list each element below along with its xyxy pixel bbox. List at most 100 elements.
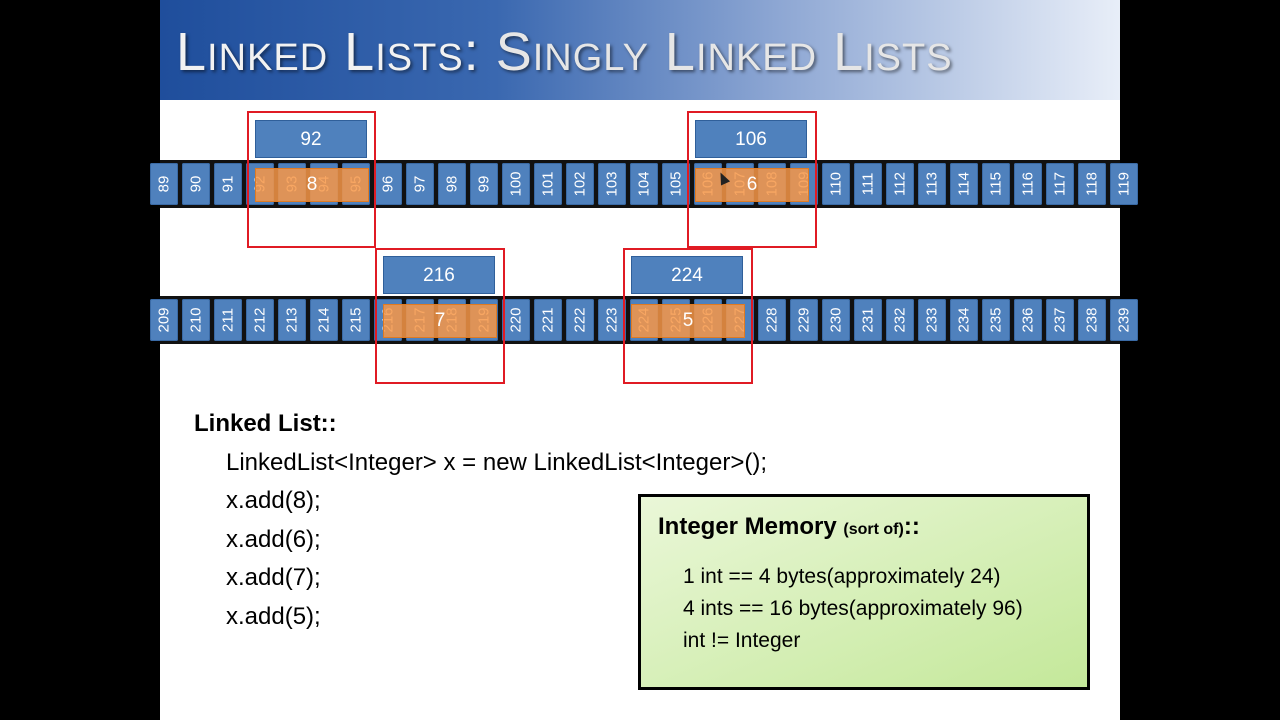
title-main: Linked Lists: <box>176 22 480 82</box>
code-line: x.add(5); <box>226 602 321 630</box>
title-sub: Singly Linked Lists <box>495 22 953 82</box>
memory-cell-address: 234 <box>955 307 973 333</box>
memory-cell-address: 104 <box>635 171 653 197</box>
memory-cell: 212 <box>246 299 274 341</box>
node-value-box: 5 <box>631 304 745 338</box>
memory-cell-address: 117 <box>1051 172 1069 196</box>
memory-cell-address: 210 <box>187 307 205 333</box>
node-value-box: 7 <box>383 304 497 338</box>
memory-cell: 103 <box>598 163 626 205</box>
memory-cell-address: 214 <box>315 307 333 333</box>
memory-cell-address: 111 <box>859 172 877 196</box>
memory-cell: 119 <box>1110 163 1138 205</box>
memory-cell-address: 115 <box>987 172 1005 196</box>
memory-cell: 110 <box>822 163 850 205</box>
memory-cell-address: 213 <box>283 307 301 333</box>
memory-cell: 237 <box>1046 299 1074 341</box>
memory-cell: 118 <box>1078 163 1106 205</box>
memory-cell: 215 <box>342 299 370 341</box>
memory-cell: 210 <box>182 299 210 341</box>
memory-cell: 211 <box>214 299 242 341</box>
memory-cell: 209 <box>150 299 178 341</box>
memory-cell-address: 118 <box>1083 172 1101 196</box>
memory-cell-address: 229 <box>795 307 813 333</box>
memory-cell: 114 <box>950 163 978 205</box>
memory-cell: 102 <box>566 163 594 205</box>
memory-cell-address: 90 <box>187 175 205 193</box>
memory-cell: 213 <box>278 299 306 341</box>
memory-cell: 101 <box>534 163 562 205</box>
code-listing: Linked List:: LinkedList<Integer> x = ne… <box>194 405 767 636</box>
slide: Linked Lists: Singly Linked Lists 89 90 91… <box>150 0 1138 720</box>
node-address-box: 216 <box>383 256 495 294</box>
code-heading: Linked List:: <box>194 410 337 437</box>
memory-cell-address: 100 <box>507 171 525 197</box>
memory-cell-address: 103 <box>603 171 621 197</box>
memory-cell: 228 <box>758 299 786 341</box>
memory-cell-address: 235 <box>987 307 1005 333</box>
memory-cell-address: 233 <box>923 307 941 333</box>
memory-cell-address: 232 <box>891 307 909 333</box>
memory-cell-address: 89 <box>155 175 173 193</box>
memory-cell: 90 <box>182 163 210 205</box>
memory-cell: 113 <box>918 163 946 205</box>
memory-cell: 220 <box>502 299 530 341</box>
memory-cell-address: 220 <box>507 307 525 333</box>
memory-cell: 229 <box>790 299 818 341</box>
memory-cell-address: 236 <box>1019 307 1037 333</box>
memory-cell: 236 <box>1014 299 1042 341</box>
code-line: x.add(7); <box>226 564 321 591</box>
memory-cell: 104 <box>630 163 658 205</box>
memory-cell: 98 <box>438 163 466 205</box>
memory-cell-address: 98 <box>443 175 461 193</box>
memory-cell-address: 238 <box>1083 307 1101 333</box>
memory-cell: 232 <box>886 299 914 341</box>
memory-cell-address: 99 <box>475 175 493 193</box>
memory-cell: 111 <box>854 163 882 205</box>
memory-cell-address: 228 <box>763 307 781 333</box>
memory-cell-address: 119 <box>1115 172 1133 196</box>
slide-title: Linked Lists: Singly Linked Lists <box>176 22 953 82</box>
info-title-suffix: :: <box>903 513 920 540</box>
memory-cell: 223 <box>598 299 626 341</box>
memory-cell-address: 212 <box>251 307 269 333</box>
memory-cell-address: 112 <box>891 172 909 196</box>
memory-cell-address: 110 <box>827 172 845 196</box>
node-value-box: 8 <box>255 168 369 202</box>
memory-cell-address: 113 <box>923 172 941 196</box>
memory-cell-address: 102 <box>571 171 589 197</box>
memory-cell: 91 <box>214 163 242 205</box>
memory-cell-address: 101 <box>539 171 557 197</box>
node-address-box: 224 <box>631 256 743 294</box>
code-line: LinkedList<Integer> x = new LinkedList<I… <box>226 448 768 476</box>
memory-cell-address: 231 <box>859 307 877 333</box>
memory-cell: 89 <box>150 163 178 205</box>
integer-memory-box: Integer Memory (sort of):: 1 int == 4 by… <box>638 494 1090 690</box>
memory-cell-address: 239 <box>1115 307 1133 333</box>
memory-cell-address: 97 <box>411 175 429 193</box>
memory-cell-address: 91 <box>219 175 237 193</box>
code-line: x.add(8); <box>226 487 321 514</box>
memory-cell: 233 <box>918 299 946 341</box>
info-line: 1 int == 4 bytes(approximately 24) <box>683 565 1001 588</box>
node-value-box: 6 <box>695 168 809 202</box>
memory-cell-address: 215 <box>347 307 365 333</box>
memory-cell-address: 96 <box>379 175 397 193</box>
memory-cell: 221 <box>534 299 562 341</box>
info-lines: 1 int == 4 bytes(approximately 24) 4 int… <box>683 561 1023 657</box>
memory-cell: 116 <box>1014 163 1042 205</box>
node-frame-106 <box>687 111 817 248</box>
memory-cell-address: 209 <box>155 307 173 333</box>
memory-cell: 117 <box>1046 163 1074 205</box>
memory-cell: 231 <box>854 299 882 341</box>
memory-cell: 214 <box>310 299 338 341</box>
memory-cell: 222 <box>566 299 594 341</box>
title-bar: Linked Lists: Singly Linked Lists <box>160 0 1120 100</box>
memory-cell-address: 211 <box>219 308 237 332</box>
memory-cell-address: 114 <box>955 172 973 196</box>
node-address-box: 106 <box>695 120 807 158</box>
memory-cell-address: 221 <box>539 307 557 333</box>
info-title-main: Integer Memory <box>658 513 844 540</box>
memory-cell-address: 222 <box>571 307 589 333</box>
node-address-box: 92 <box>255 120 367 158</box>
